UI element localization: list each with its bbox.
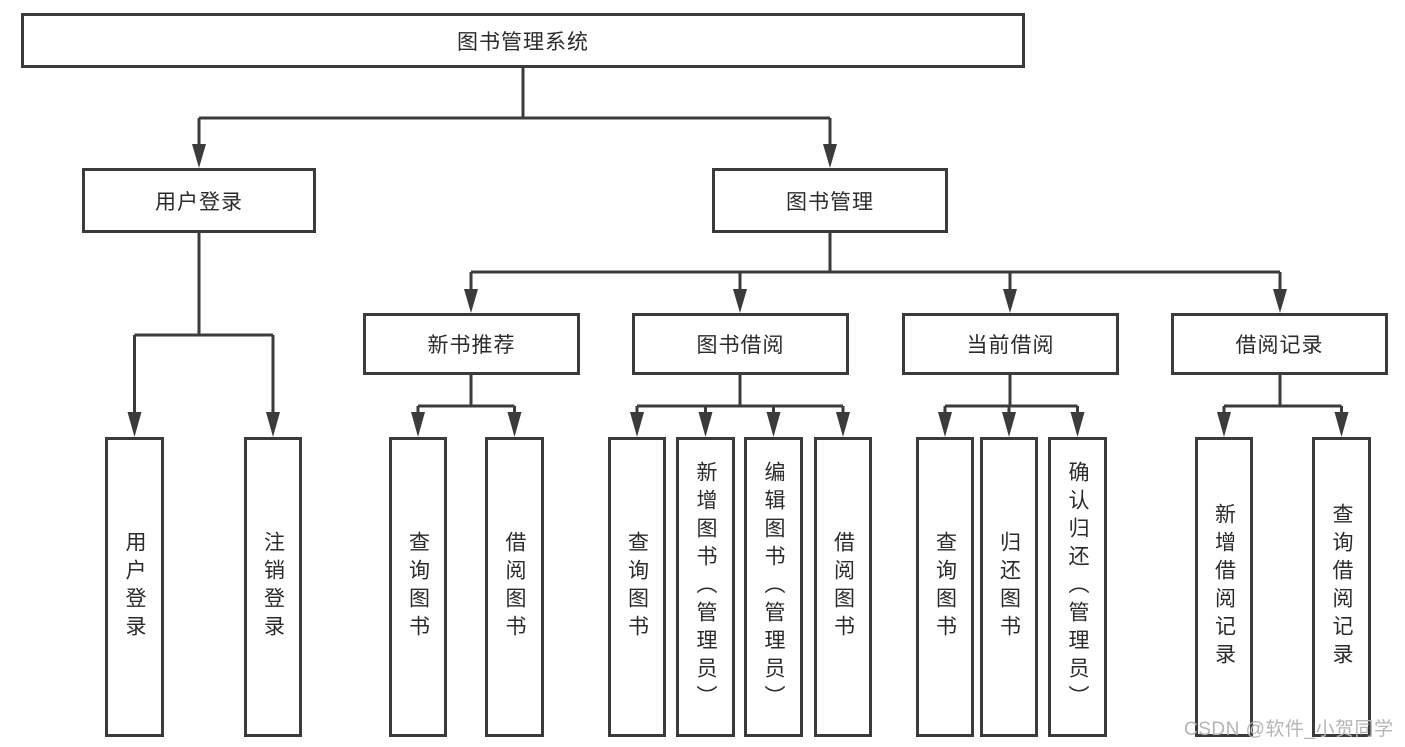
leaf-borrow-query-books: 查询图书 xyxy=(608,437,666,737)
leaf-recommend-query-books: 查询图书 xyxy=(389,437,447,737)
node-label: 查询图书 xyxy=(406,531,430,643)
node-label: 用户登录 xyxy=(123,531,146,643)
node-borrow-records: 借阅记录 xyxy=(1171,313,1388,375)
node-book-borrow: 图书借阅 xyxy=(632,313,849,375)
node-user-login: 用户登录 xyxy=(82,168,316,233)
leaf-borrow-books: 借阅图书 xyxy=(814,437,872,737)
node-label: 用户登录 xyxy=(155,190,243,214)
node-label: 图书管理系统 xyxy=(457,30,589,54)
leaf-confirm-return-admin: 确认归还（管理员） xyxy=(1048,437,1107,737)
node-label: 当前借阅 xyxy=(966,334,1055,357)
node-current-borrow: 当前借阅 xyxy=(902,313,1119,375)
node-label: 新增图书（管理员） xyxy=(694,461,717,713)
leaf-user-login: 用户登录 xyxy=(105,437,164,737)
node-label: 查询借阅记录 xyxy=(1330,503,1353,671)
leaf-recommend-borrow-books: 借阅图书 xyxy=(485,437,544,737)
leaf-edit-books-admin: 编辑图书（管理员） xyxy=(744,437,803,737)
node-label: 确认归还（管理员） xyxy=(1066,461,1089,713)
node-label: 编辑图书（管理员） xyxy=(762,461,785,713)
node-label: 图书管理 xyxy=(786,190,874,214)
node-label: 新书推荐 xyxy=(427,334,516,357)
node-new-book-recommend: 新书推荐 xyxy=(363,313,580,375)
node-label: 查询图书 xyxy=(933,531,957,643)
node-label: 借阅图书 xyxy=(831,531,855,643)
leaf-logout: 注销登录 xyxy=(244,437,302,737)
node-label: 图书借阅 xyxy=(696,334,785,357)
node-label: 归还图书 xyxy=(997,531,1021,643)
node-label: 注销登录 xyxy=(261,531,285,643)
leaf-query-borrow-record: 查询借阅记录 xyxy=(1312,437,1371,737)
csdn-watermark: CSDN @软件_小贺同学 xyxy=(1184,719,1394,740)
leaf-add-books-admin: 新增图书（管理员） xyxy=(676,437,735,737)
node-label: 借阅图书 xyxy=(503,531,526,643)
node-label: 查询图书 xyxy=(625,531,649,643)
node-root-library-system: 图书管理系统 xyxy=(21,13,1025,68)
leaf-return-books: 归还图书 xyxy=(980,437,1038,737)
leaf-add-borrow-record: 新增借阅记录 xyxy=(1195,437,1253,737)
node-label: 新增借阅记录 xyxy=(1212,503,1236,671)
node-label: 借阅记录 xyxy=(1235,334,1324,357)
node-book-management: 图书管理 xyxy=(712,168,948,233)
leaf-current-query-books: 查询图书 xyxy=(916,437,974,737)
